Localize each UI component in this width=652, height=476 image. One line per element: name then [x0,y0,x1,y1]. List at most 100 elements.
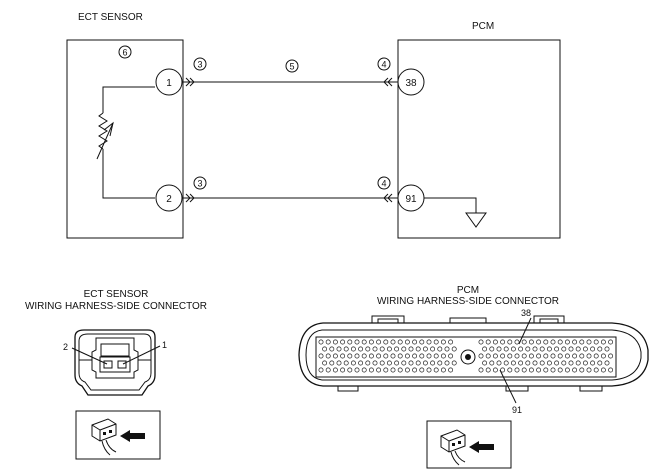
pcm-terminal-cavity [340,353,346,359]
pcm-terminal-cavity [557,367,563,373]
pcm-terminal-cavity [343,346,349,352]
pcm-terminal-cavity [419,367,425,373]
pcm-terminal-cavity [608,367,614,373]
pcm-terminal-cavity [404,367,410,373]
pcm-terminal-cavity [412,353,418,359]
pcm-terminal-cavity [539,346,545,352]
pcm-terminal-cavity [365,360,371,366]
pcm-terminal-cavity [507,367,513,373]
pcm-terminal-cavity [390,367,396,373]
pcm-terminal-cavity [478,339,484,345]
pcm-terminal-cavity [415,346,421,352]
pcm-terminal-cavity [415,360,421,366]
pcm-terminal-cavity [347,353,353,359]
sensor-callout-number: 6 [122,48,127,58]
connector-chevrons-sensor-side [185,77,195,203]
pcm-terminal-cavity [448,367,454,373]
pcm-terminal-cavity [340,339,346,345]
pcm-pin-91-pointer-label: 91 [512,405,522,415]
callout-pcm-connector-bottom [377,176,391,190]
pcm-terminal-cavity [332,339,338,345]
pcm-terminal-cavity [422,360,428,366]
pcm-probe-view-icon [426,420,512,469]
pcm-terminal-cavity [394,360,400,366]
pcm-terminal-cavity [507,353,513,359]
pcm-terminal-cavity [379,346,385,352]
ect-probe-view-icon [75,410,161,460]
pcm-terminal-cavity [579,339,585,345]
pcm-terminal-cavity [390,339,396,345]
pcm-terminal-cavity [586,339,592,345]
pcm-terminal-cavity [451,346,457,352]
pcm-terminal-cavity [336,346,342,352]
pcm-terminal-cavity [604,360,610,366]
pcm-terminal-cavity [329,360,335,366]
ect-connector-title: ECT SENSOR [84,289,149,300]
pcm-terminal-cavity [539,360,545,366]
pcm-terminal-cavity [575,360,581,366]
pcm-terminal-cavity [404,339,410,345]
pcm-terminal-cavity [597,360,603,366]
pcm-terminal-cavity [518,360,524,366]
pcm-terminal-cavity [376,367,382,373]
pcm-pin-grid [318,339,614,373]
pcm-terminal-cavity [379,360,385,366]
pcm-terminal-cavity [322,360,328,366]
pcm-terminal-cavity [343,360,349,366]
pcm-terminal-cavity [593,339,599,345]
pcm-terminal-cavity [572,367,578,373]
pcm-terminal-cavity [503,346,509,352]
pcm-terminal-cavity [451,360,457,366]
pcm-terminal-cavity [503,360,509,366]
pcm-terminal-cavity [543,339,549,345]
pcm-terminal-cavity [368,367,374,373]
pcm-terminal-cavity [394,346,400,352]
pcm-terminal-cavity [485,353,491,359]
pcm-terminal-cavity [372,360,378,366]
pcm-terminal-cavity [426,367,432,373]
pcm-terminal-cavity [437,346,443,352]
pcm-terminal-cavity [528,339,534,345]
pcm-terminal-cavity [525,360,531,366]
pcm-terminal-cavity [528,367,534,373]
pcm-terminal-cavity [412,339,418,345]
pcm-terminal-cavity [500,353,506,359]
pcm-terminal-cavity [350,346,356,352]
pcm-terminal-cavity [383,367,389,373]
pcm-terminal-cavity [532,346,538,352]
pcm-terminal-cavity [358,346,364,352]
pcm-terminal-cavity [354,339,360,345]
pcm-terminal-cavity [325,353,331,359]
pcm-terminal-cavity [318,353,324,359]
pcm-terminal-cavity [597,346,603,352]
pcm-terminal-cavity [386,346,392,352]
pcm-terminal-cavity [514,353,520,359]
leader-pin-2 [71,347,108,365]
pcm-terminal-cavity [590,346,596,352]
pcm-terminal-cavity [510,360,516,366]
pcm-terminal-cavity [401,346,407,352]
pcm-terminal-cavity [557,339,563,345]
pcm-terminal-cavity [422,346,428,352]
pcm-terminal-cavity [586,353,592,359]
pcm-terminal-cavity [440,339,446,345]
pcm-terminal-cavity [608,339,614,345]
pcm-title: PCM [472,21,494,32]
pcm-terminal-cavity [426,339,432,345]
pcm-terminal-cavity [368,339,374,345]
pcm-terminal-cavity [412,367,418,373]
pcm-terminal-cavity [579,353,585,359]
pcm-pin-38-pointer-label: 38 [521,308,531,318]
ect-sensor-title: ECT SENSOR [78,12,143,23]
pcm-terminal-cavity [383,353,389,359]
pcm-terminal-cavity [372,346,378,352]
pcm-terminal-cavity [354,367,360,373]
sensor-pin-1-label: 1 [166,78,172,89]
pcm-terminal-cavity [550,353,556,359]
pcm-terminal-cavity [350,360,356,366]
pcm-terminal-cavity [572,353,578,359]
pcm-terminal-cavity [514,339,520,345]
pcm-terminal-cavity [557,353,563,359]
